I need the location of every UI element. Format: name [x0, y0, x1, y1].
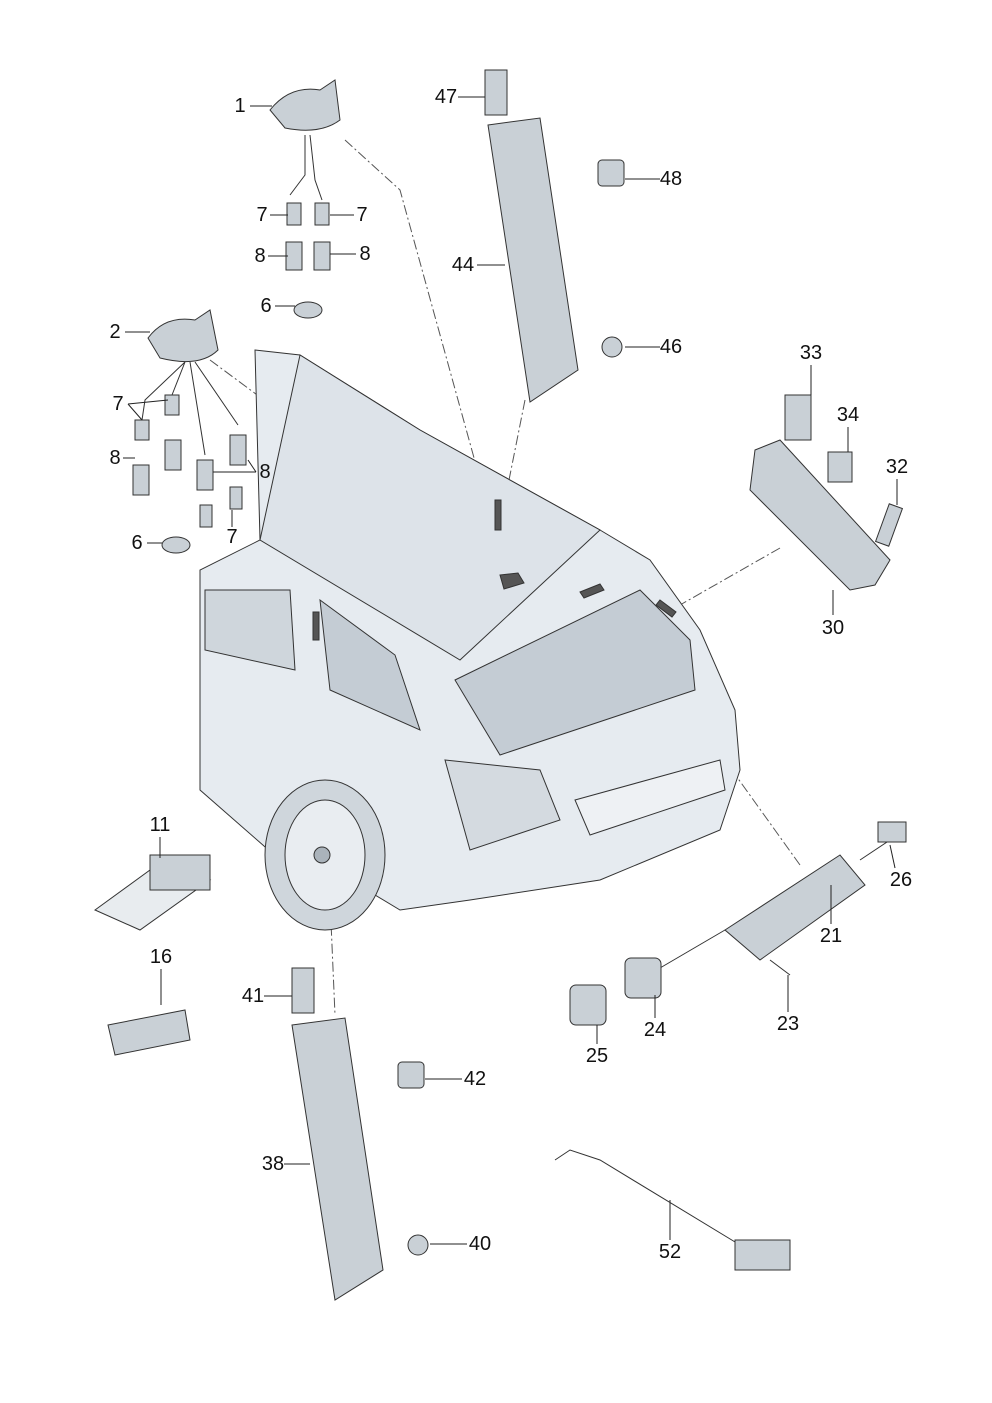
callout-11: 11 [149, 814, 171, 836]
callout-leaders [123, 96, 898, 1245]
callout-47: 47 [434, 86, 458, 108]
callout-24: 24 [643, 1019, 667, 1041]
callout-34: 34 [836, 404, 860, 426]
car-illustration [199, 349, 741, 931]
callout-7: 7 [112, 393, 124, 415]
callout-41: 41 [241, 985, 265, 1007]
part-11-16-52 [94, 854, 791, 1271]
callout-23: 23 [776, 1013, 800, 1035]
module-21 [569, 821, 907, 1026]
callout-2: 2 [109, 321, 121, 343]
callout-8: 8 [109, 447, 121, 469]
callout-6: 6 [131, 532, 143, 554]
amplifier-44 [484, 69, 625, 403]
callout-48: 48 [659, 168, 683, 190]
callout-42: 42 [463, 1068, 487, 1090]
callout-1: 1 [234, 95, 246, 117]
callout-25: 25 [585, 1045, 609, 1067]
callout-40: 40 [468, 1233, 492, 1255]
callout-7: 7 [256, 204, 268, 226]
callout-32: 32 [885, 456, 909, 478]
callout-33: 33 [799, 342, 823, 364]
roof-antenna-1 [269, 79, 341, 319]
callout-21: 21 [819, 925, 843, 947]
callout-8: 8 [359, 243, 371, 265]
callout-30: 30 [821, 617, 845, 639]
callout-44: 44 [451, 254, 475, 276]
callout-6: 6 [260, 295, 272, 317]
module-30 [749, 394, 904, 591]
callout-52: 52 [658, 1241, 682, 1263]
roof-antenna-2 [132, 309, 247, 554]
callout-8: 8 [259, 461, 271, 483]
amplifier-38 [291, 967, 429, 1301]
callout-7: 7 [356, 204, 368, 226]
callout-8: 8 [254, 245, 266, 267]
callout-7: 7 [226, 526, 238, 548]
callout-26: 26 [889, 869, 913, 891]
callout-16: 16 [149, 946, 173, 968]
callout-38: 38 [261, 1153, 285, 1175]
callout-46: 46 [659, 336, 683, 358]
